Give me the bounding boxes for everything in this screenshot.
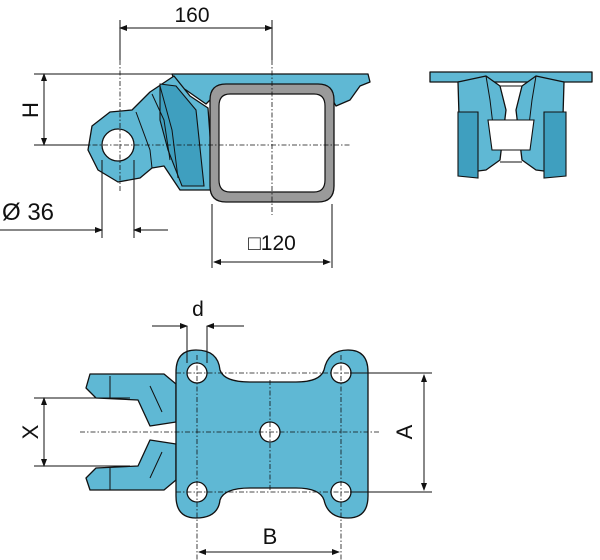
dim-x-label: X xyxy=(18,424,43,439)
dim-tube-square-label: □120 xyxy=(248,232,296,255)
dim-h-label: H xyxy=(18,102,43,118)
dim-d-label: d xyxy=(192,298,204,321)
end-view-right-cheek xyxy=(543,111,567,179)
top-view: d X A B xyxy=(18,298,432,560)
clevis-upper-arm xyxy=(85,373,177,427)
end-view-top-plate xyxy=(429,71,593,83)
dim-a-label: A xyxy=(392,424,417,439)
end-view-left-cheek xyxy=(457,111,479,179)
dim-pin-diameter-label: Ø 36 xyxy=(2,199,54,226)
end-view xyxy=(429,71,593,179)
dim-160-label: 160 xyxy=(174,4,209,27)
clevis-lower-arm xyxy=(85,439,177,491)
dim-b-label: B xyxy=(263,524,278,549)
side-view: 160 H Ø 36 □120 xyxy=(0,4,371,268)
side-view-arm-shadow xyxy=(159,83,205,187)
